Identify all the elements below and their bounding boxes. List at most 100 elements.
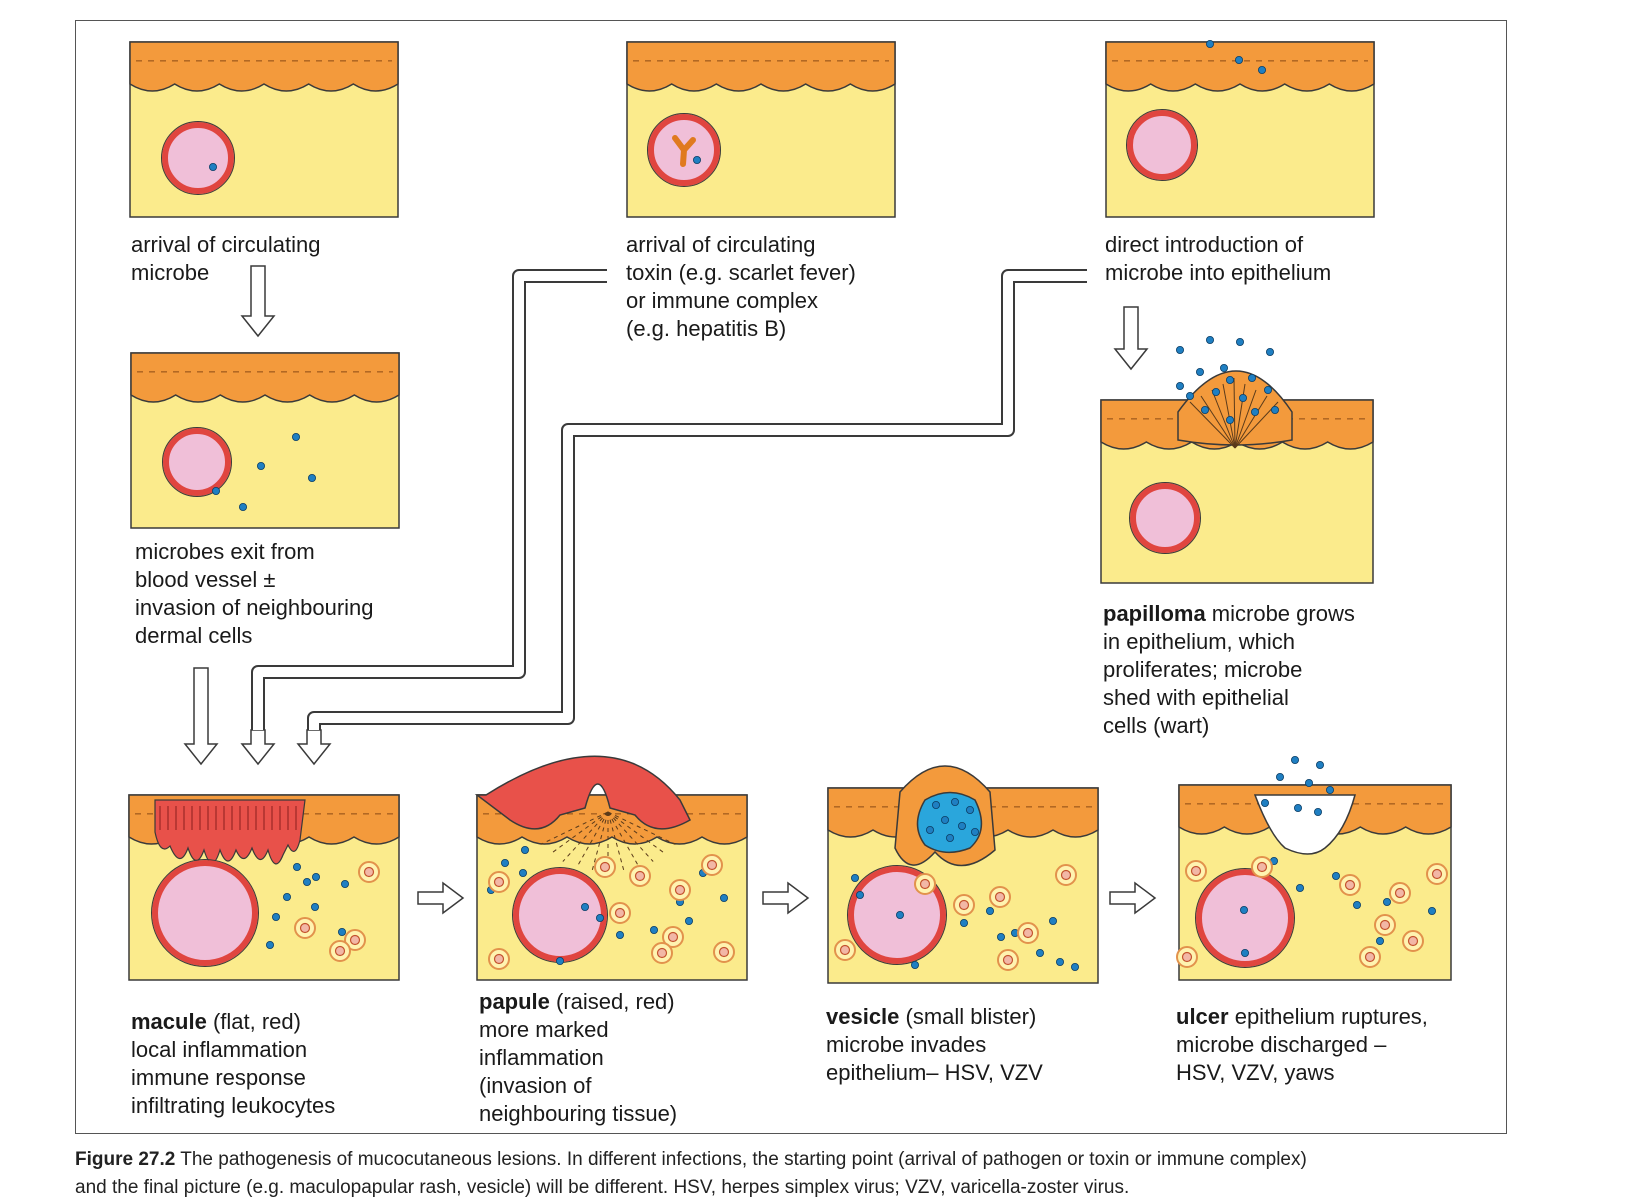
microbe-dot: [1056, 958, 1065, 967]
caption-label: Figure 27.2: [75, 1149, 176, 1170]
microbe-dot: [211, 486, 220, 495]
leukocyte-nucleus: [994, 891, 1006, 903]
leukocyte: [1055, 864, 1077, 886]
leukocyte: [989, 886, 1011, 908]
vessel-outline: [1126, 109, 1198, 181]
leukocyte: [1251, 856, 1273, 878]
vessel-outline: [847, 865, 947, 965]
epidermis: [130, 352, 400, 403]
microbe-dot: [310, 903, 319, 912]
microbe-dot: [946, 834, 955, 843]
microbe-dot: [1049, 917, 1058, 926]
microbe-dot: [1226, 375, 1235, 384]
connector-direct-outline: [307, 269, 1087, 730]
leukocyte-nucleus: [1002, 954, 1014, 966]
microbe-dot: [337, 928, 346, 937]
panel-circulating-microbe: [129, 41, 399, 218]
microbe-dot: [1241, 949, 1250, 958]
label-papilloma: papilloma microbe grows in epithelium, w…: [1103, 601, 1355, 738]
epidermis: [129, 41, 399, 92]
immune-complex-icon: [672, 135, 696, 167]
leukocyte-nucleus: [349, 934, 361, 946]
caption-line-1: The pathogenesis of mucocutaneous lesion…: [175, 1149, 1307, 1170]
leukocyte-nucleus: [667, 931, 679, 943]
leukocyte: [294, 917, 316, 939]
microbe-dot: [519, 869, 528, 878]
leukocyte-nucleus: [1190, 865, 1202, 877]
arrow-right-to-ulcer: [1109, 881, 1157, 915]
leukocyte: [1359, 946, 1381, 968]
microbe-dot: [282, 893, 291, 902]
microbe-dot: [292, 863, 301, 872]
epidermis: [626, 41, 896, 92]
leukocyte-nucleus: [1379, 919, 1391, 931]
vessel-outline: [161, 121, 235, 195]
leukocyte: [1185, 860, 1207, 882]
leukocyte: [834, 939, 856, 961]
microbe-dot: [1036, 949, 1045, 958]
infiltrate-line: [607, 811, 654, 862]
microbe-dot: [693, 155, 702, 164]
leukocyte-nucleus: [919, 878, 931, 890]
leukocyte: [1017, 922, 1039, 944]
microbe-dot: [926, 826, 935, 835]
microbe-dot: [208, 162, 217, 171]
microbe-dot: [1332, 872, 1341, 881]
microbe-dot: [1296, 884, 1305, 893]
connector-direct-fill: [309, 271, 1087, 730]
microbe-dot: [685, 917, 694, 926]
leukocyte: [629, 865, 651, 887]
vessel-outline: [1129, 482, 1201, 554]
microbe-dot: [1186, 391, 1195, 400]
panel-microbes-exit: [130, 352, 400, 529]
epidermis: [1105, 41, 1375, 92]
microbe-dot: [851, 874, 860, 883]
vessel-wall: [513, 868, 607, 962]
infiltrate-line: [562, 811, 609, 862]
leukocyte: [1374, 914, 1396, 936]
blood-vessel: [161, 121, 235, 195]
arrow-down-to-macule-2: [240, 729, 276, 766]
arrow-right-to-papule: [417, 881, 465, 915]
arrow-right-to-vesicle: [762, 881, 810, 915]
microbe-dot: [1305, 779, 1314, 788]
leukocyte: [651, 942, 673, 964]
microbe-dot: [1196, 367, 1205, 376]
leukocyte: [609, 902, 631, 924]
arrow-down-to-microbes-exit: [240, 265, 276, 338]
microbe-dot: [1294, 804, 1303, 813]
ulcer-crater: [1253, 794, 1356, 855]
leukocyte-nucleus: [634, 870, 646, 882]
wart-line: [1222, 383, 1236, 449]
wart-growth: [1177, 370, 1293, 446]
leukocyte: [997, 949, 1019, 971]
leukocyte-nucleus: [1431, 868, 1443, 880]
microbe-dot: [265, 941, 274, 950]
microbe-dot: [1316, 761, 1325, 770]
leukocyte: [669, 879, 691, 901]
arrow-down-to-papilloma: [1113, 306, 1149, 371]
infiltrate-line: [607, 811, 640, 868]
leukocyte-nucleus: [1060, 869, 1072, 881]
microbe-dot: [1206, 40, 1215, 49]
microbe-dot: [966, 806, 975, 815]
leukocyte-nucleus: [599, 861, 611, 873]
wart-line: [1234, 395, 1268, 449]
blood-vessel: [162, 427, 232, 497]
microbe-dot: [1240, 906, 1249, 915]
leukocyte: [1176, 946, 1198, 968]
leukocyte-nucleus: [1181, 951, 1193, 963]
microbe-dot: [521, 846, 530, 855]
leukocyte-nucleus: [718, 946, 730, 958]
vessel-wall: [1196, 869, 1294, 967]
vessel-wall: [162, 122, 234, 194]
leukocyte-nucleus: [958, 899, 970, 911]
microbe-dot: [1428, 907, 1437, 916]
microbe-dot: [1235, 56, 1244, 65]
leukocyte: [1339, 874, 1361, 896]
leukocyte-nucleus: [1022, 927, 1034, 939]
leukocyte-nucleus: [706, 859, 718, 871]
microbe-dot: [1176, 345, 1185, 354]
